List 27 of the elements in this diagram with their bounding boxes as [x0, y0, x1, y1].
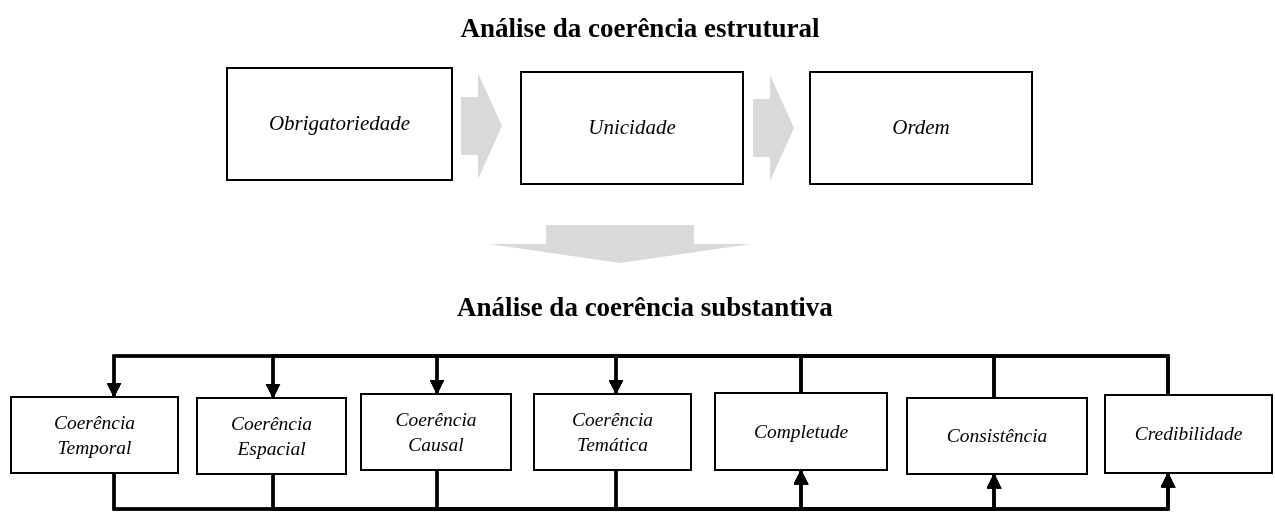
- process-box: [906, 397, 1088, 475]
- connector-arrow: [608, 354, 1170, 395]
- box-label: Completude: [753, 419, 849, 444]
- block-arrow: [753, 75, 794, 181]
- process-box: [809, 71, 1033, 185]
- process-box: [226, 67, 453, 181]
- process-box: [714, 392, 888, 471]
- block-arrow: [461, 73, 502, 179]
- heading: Análise da coerência substantiva: [457, 291, 833, 325]
- connector-arrow: [614, 471, 1176, 511]
- process-box: [533, 393, 692, 471]
- process-box: [196, 397, 347, 475]
- process-box: [520, 71, 744, 185]
- box-label: Obrigatoriedade: [268, 110, 411, 138]
- process-box: [360, 393, 512, 471]
- box-label: Ordem: [892, 114, 950, 142]
- box-label: Coerência Espacial: [229, 411, 314, 461]
- box-label: Coerência Temporal: [52, 410, 137, 460]
- heading: Análise da coerência estrutural: [460, 12, 820, 46]
- box-label: Consistência: [946, 424, 1048, 449]
- block-arrow: [489, 225, 751, 263]
- process-box: [10, 396, 179, 474]
- box-label: Unicidade: [588, 114, 676, 142]
- box-label: Credibilidade: [1134, 422, 1243, 447]
- process-box: [1104, 394, 1273, 474]
- box-label: Coerência Causal: [394, 407, 478, 457]
- box-label: Coerência Temática: [570, 407, 655, 457]
